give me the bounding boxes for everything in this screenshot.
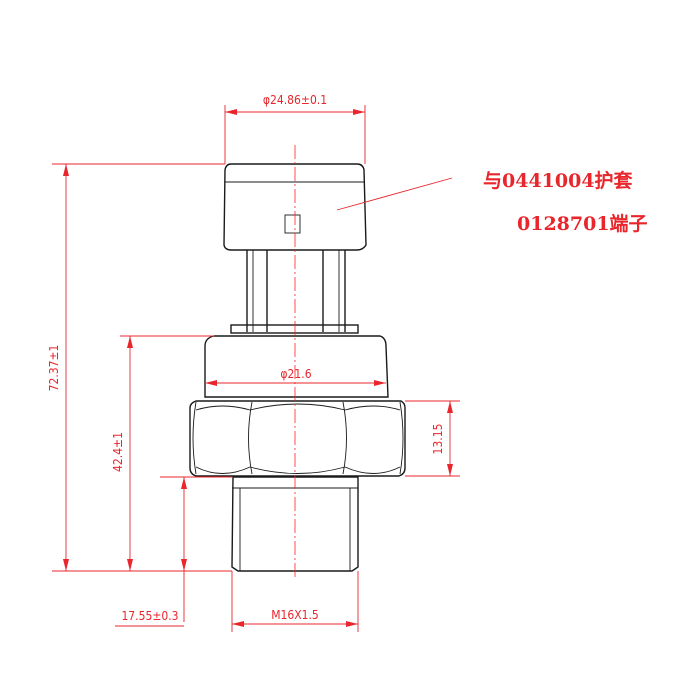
dimension-lines [52,105,460,632]
dim-body-length: 42.4±1 [111,432,125,472]
dim-top-diameter: φ24.86±0.1 [263,93,327,107]
connector-pins [230,250,359,334]
round-body [204,335,389,398]
dim-hex-height: 13.15 [431,424,445,455]
dim-thread-spec: M16X1.5 [271,608,319,622]
sensor-outline [189,163,406,572]
dim-mid-diameter: φ21.6 [280,367,311,381]
dim-thread-length: 17.55±0.3 [121,609,178,623]
note-line-1: 与0441004护套 [483,169,634,192]
hex-nut [189,400,406,477]
latch-window [284,214,301,234]
note-line-2: 0128701端子 [517,212,648,235]
dim-total-length: 72.37±1 [47,345,61,392]
connector-housing [223,163,367,251]
